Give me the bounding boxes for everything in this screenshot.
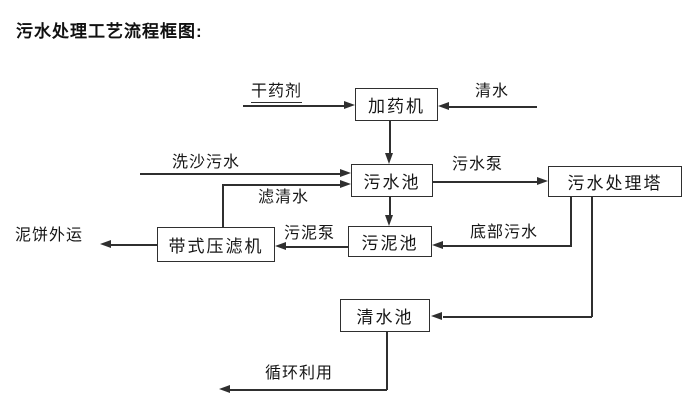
label-bottom-sewage: 底部污水	[470, 224, 539, 241]
line-clean-water	[449, 106, 537, 108]
line-tower-to-clean-vertical	[591, 197, 593, 317]
node-belt-filter-press: 带式压滤机	[157, 227, 275, 262]
line-dry-agent	[243, 105, 344, 107]
label-sludge-pump: 污泥泵	[284, 225, 336, 242]
line-sand-washing	[140, 173, 340, 175]
line-filtered-water-vertical	[222, 184, 224, 227]
line-tower-to-clean-horizontal	[443, 316, 592, 318]
label-sand-washing-sewage: 洗沙污水	[172, 154, 241, 171]
line-filtered-water-horizontal	[222, 184, 340, 186]
line-bottom-sewage-horizontal	[443, 245, 571, 247]
arrowhead-clean-water-icon	[438, 102, 449, 110]
node-clean-water-pool: 清水池	[340, 299, 430, 332]
label-dry-agent: 干药剂	[251, 83, 303, 103]
line-recycle-vertical	[386, 332, 388, 390]
arrowhead-bottom-sewage-icon	[432, 241, 443, 249]
line-mud-cake	[111, 244, 157, 246]
line-sludge-pump	[286, 246, 348, 248]
label-filtered-water: 滤清水	[258, 189, 310, 206]
arrowhead-sludge-pump-icon	[275, 242, 286, 250]
arrowhead-tower-to-clean-icon	[431, 312, 442, 320]
arrowhead-filtered-water-icon	[340, 180, 351, 188]
node-dosing-machine: 加药机	[355, 88, 438, 121]
label-sewage-pump: 污水泵	[452, 156, 504, 173]
line-sewage-pump	[433, 181, 537, 183]
label-mud-cake-transport: 泥饼外运	[15, 227, 84, 244]
arrowhead-sewage-pump-icon	[537, 177, 548, 185]
arrowhead-sand-washing-icon	[340, 169, 351, 177]
label-recycle-use: 循环利用	[265, 365, 334, 382]
node-sewage-pool: 污水池	[351, 164, 433, 197]
arrowhead-mud-cake-icon	[100, 240, 111, 248]
node-sludge-pool: 污泥池	[348, 226, 432, 257]
arrowhead-sewage-to-sludge-icon	[385, 215, 393, 226]
page-title: 污水处理工艺流程框图:	[16, 22, 203, 41]
arrowhead-recycle-icon	[219, 385, 230, 393]
line-dosing-to-sewage	[389, 121, 391, 154]
arrowhead-dry-agent-icon	[344, 101, 355, 109]
arrowhead-dosing-to-sewage-icon	[385, 153, 393, 164]
node-treatment-tower: 污水处理塔	[548, 166, 682, 197]
line-recycle-horizontal	[230, 389, 387, 391]
line-sewage-to-sludge	[389, 197, 391, 216]
line-bottom-sewage-vertical	[570, 197, 572, 247]
label-clean-water: 清水	[475, 83, 510, 100]
